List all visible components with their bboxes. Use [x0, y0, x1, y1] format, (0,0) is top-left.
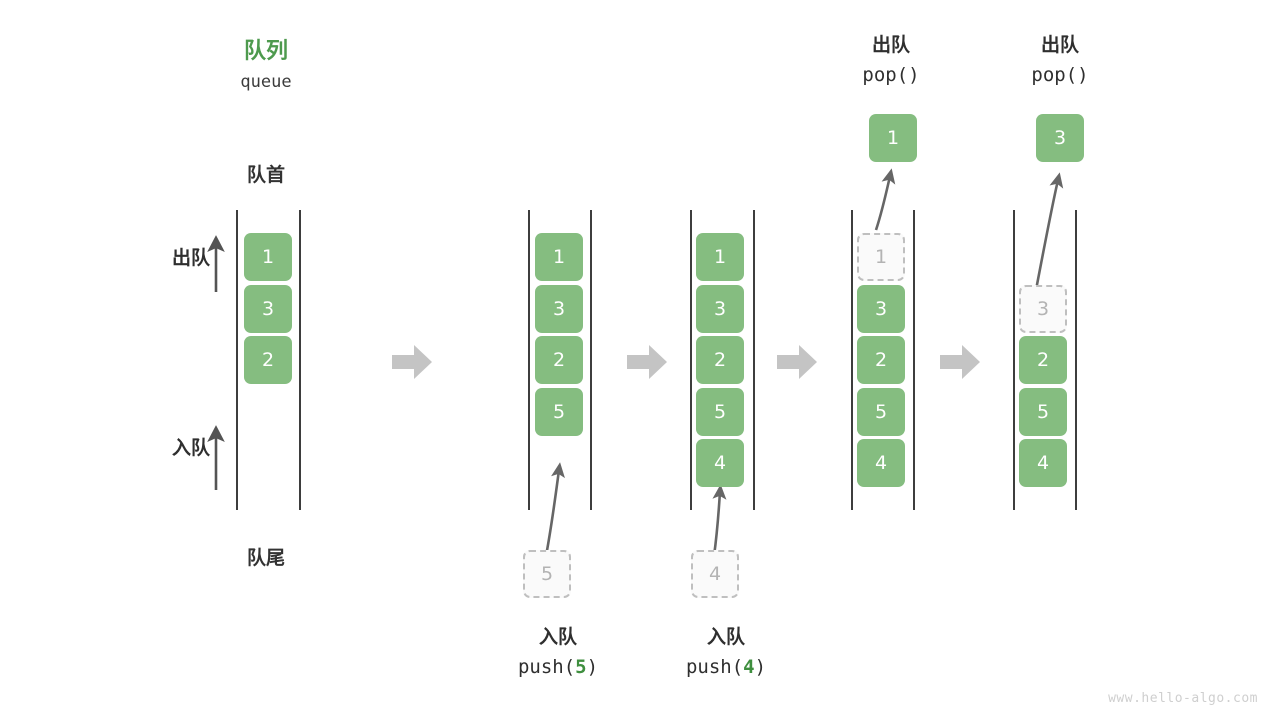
watermark: www.hello-algo.com [1108, 691, 1258, 706]
popped-element: 3 [1036, 114, 1084, 162]
queue-cell: 2 [535, 336, 583, 384]
queue-cell: 5 [535, 387, 583, 436]
push-caption-code-1: push(5) [488, 656, 628, 678]
push-code-prefix-2: push( [685, 656, 744, 678]
queue-rail-left [236, 210, 238, 510]
queue-cell: 3 [535, 284, 583, 333]
page-title: 队列 [243, 38, 288, 63]
step-arrow-2 [625, 342, 669, 382]
queue-cell: 5 [857, 387, 905, 436]
queue-rail-left [851, 210, 853, 510]
queue-rail-left [1013, 210, 1015, 510]
queue-cell: 2 [857, 336, 905, 384]
step-arrow-4 [938, 342, 982, 382]
queue-cell: 2 [1019, 336, 1067, 384]
queue-cell: 3 [244, 284, 292, 333]
step-arrow-3 [775, 342, 819, 382]
rear-label: 队尾 [246, 548, 285, 569]
push-code-arg-2: 4 [743, 656, 755, 678]
dequeue-label: 出队 [171, 248, 210, 269]
queue-cell: 4 [857, 439, 905, 487]
queue-cell: 5 [696, 387, 744, 436]
queue-cell: 2 [696, 336, 744, 384]
pop-header-cn-2: 出队 [1040, 35, 1079, 56]
queue-cell: 5 [1019, 387, 1067, 436]
front-label: 队首 [246, 165, 285, 186]
push-code-suffix-1: ) [586, 656, 599, 678]
step-arrow-1 [390, 342, 434, 382]
incoming-element-ghost: 4 [691, 550, 739, 598]
queue-cell: 2 [244, 336, 292, 384]
push-caption-cn-1: 入队 [538, 627, 577, 648]
pop-header-cn-1: 出队 [871, 35, 910, 56]
queue-cell: 1 [535, 233, 583, 281]
queue-cell: 4 [696, 439, 744, 487]
queue-cell-ghost: 1 [857, 233, 905, 281]
queue-cell: 1 [696, 233, 744, 281]
queue-cell: 3 [696, 284, 744, 333]
push-code-suffix-2: ) [754, 656, 767, 678]
push-code-prefix-1: push( [517, 656, 576, 678]
popped-element: 1 [869, 114, 917, 162]
queue-rail-left [690, 210, 692, 510]
queue-cell-ghost: 3 [1019, 284, 1067, 333]
pop-header-code-2: pop() [1031, 64, 1089, 86]
push-code-arg-1: 5 [575, 656, 587, 678]
queue-cell: 4 [1019, 439, 1067, 487]
queue-cell: 1 [244, 233, 292, 281]
push-caption-cn-2: 入队 [706, 627, 745, 648]
queue-rail-right [590, 210, 592, 510]
enqueue-label: 入队 [171, 438, 210, 459]
queue-rail-right [299, 210, 301, 510]
queue-rail-right [1075, 210, 1077, 510]
queue-rail-right [753, 210, 755, 510]
queue-rail-right [913, 210, 915, 510]
page-subtitle: queue [240, 72, 292, 92]
pop-header-code-1: pop() [862, 64, 920, 86]
incoming-element-ghost: 5 [523, 550, 571, 598]
push-caption-code-2: push(4) [656, 656, 796, 678]
queue-cell: 3 [857, 284, 905, 333]
queue-rail-left [528, 210, 530, 510]
